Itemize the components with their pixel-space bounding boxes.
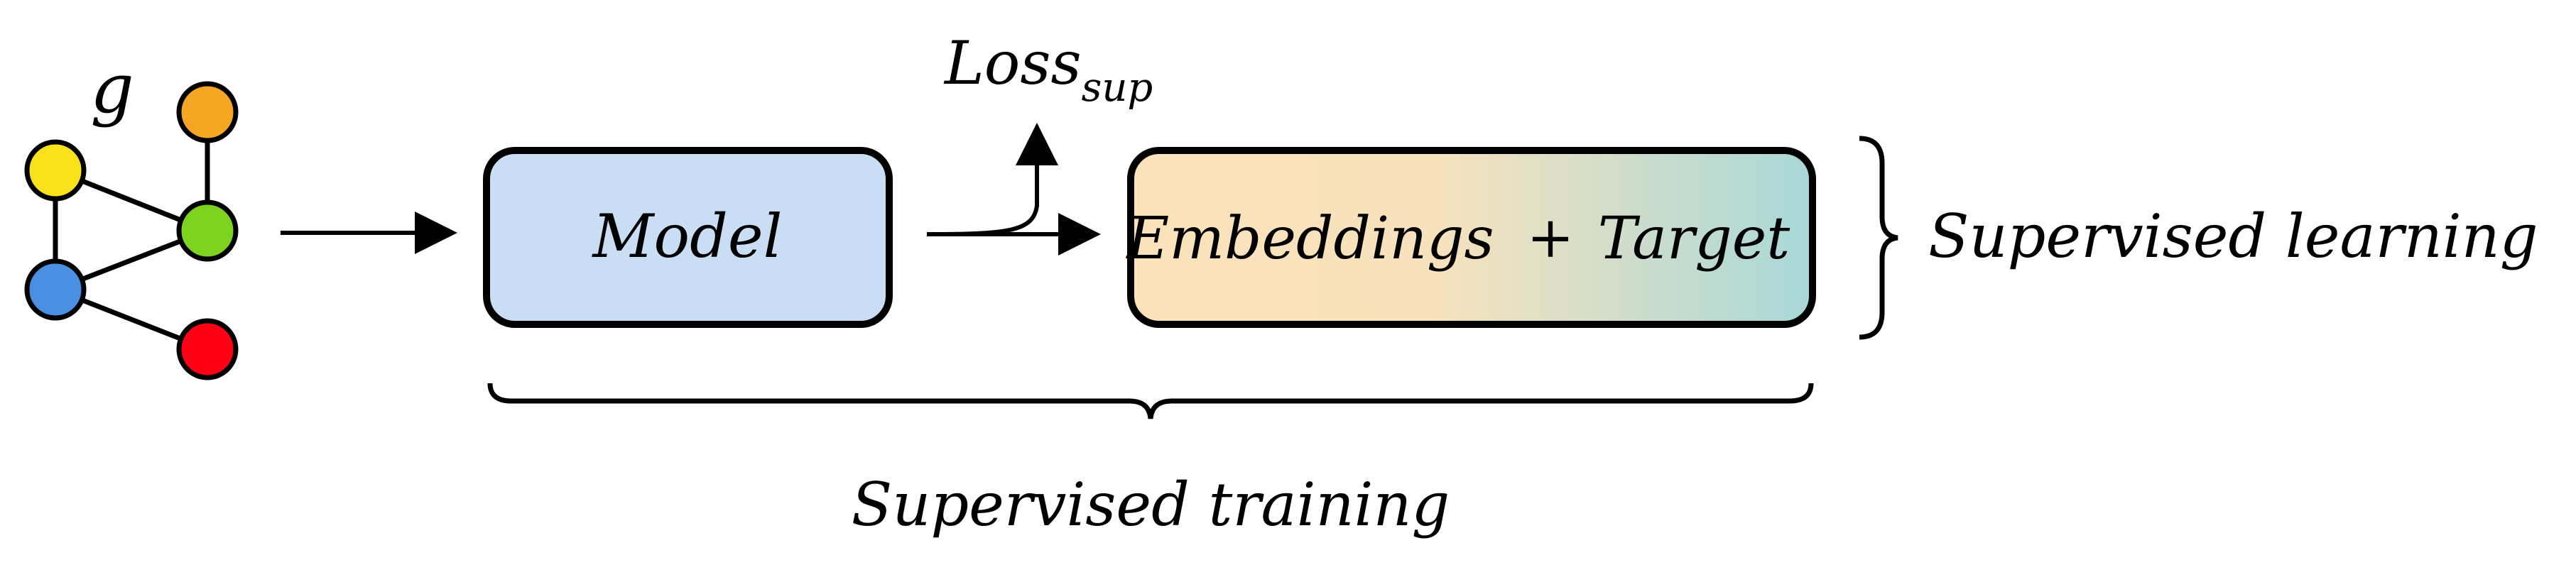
graph-node-red [176, 318, 239, 380]
graph-node-orange [176, 81, 239, 143]
embeddings-label: Embeddings [1125, 205, 1494, 273]
arrow-to-loss [926, 123, 1058, 236]
supervised-training-label: Supervised training [852, 470, 1450, 539]
embeddings-target-rect [1127, 147, 1816, 328]
bottom-brace [487, 383, 1814, 419]
loss-label: Losssup [943, 28, 1153, 111]
plus-sign: + [1526, 204, 1574, 270]
model-label: Model [592, 202, 783, 271]
loss-base: Loss [943, 28, 1082, 98]
embeddings-target-box: Embeddings + Target [1125, 147, 1816, 328]
graph-node-yellow [24, 139, 87, 202]
graph-node-blue [24, 258, 87, 321]
graph-label: g [90, 49, 134, 128]
loss-subscript: sup [1082, 65, 1153, 111]
supervised-learning-label: Supervised learning [1928, 202, 2538, 271]
right-brace [1859, 136, 1898, 340]
model-box: Model [483, 147, 893, 328]
input-graph: g [24, 49, 239, 380]
target-label: Target [1598, 205, 1790, 273]
graph-node-green [176, 199, 239, 262]
arrow-model-to-embeddings [926, 123, 1101, 256]
model-box-rect [483, 147, 893, 328]
